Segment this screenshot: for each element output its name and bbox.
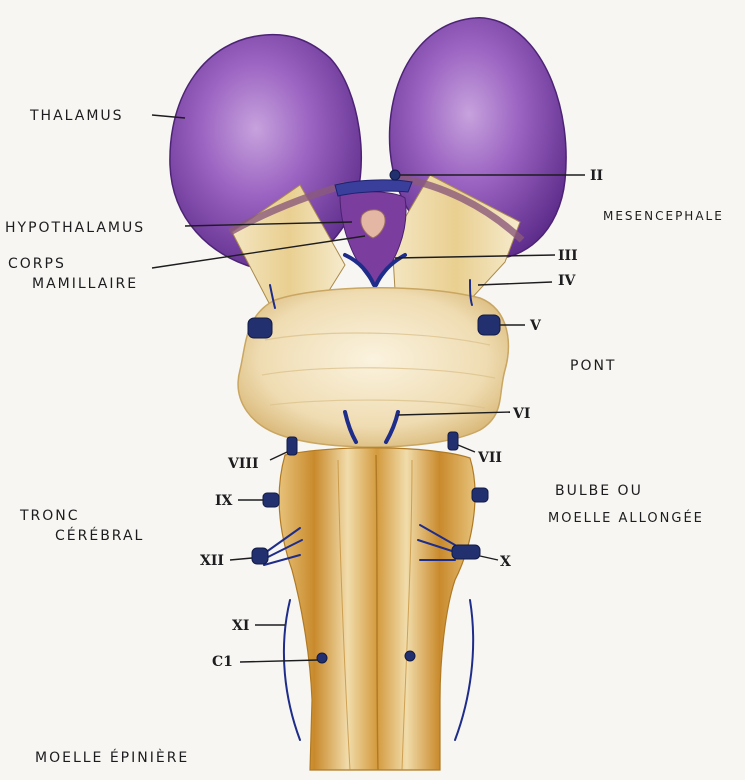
leader-X xyxy=(480,556,498,560)
leader-XII xyxy=(230,558,252,560)
nerve-VII-right xyxy=(448,432,458,450)
nerve-II-root xyxy=(390,170,400,180)
nerve-IX-left xyxy=(263,493,279,507)
label-nerve-X: X xyxy=(500,554,511,570)
nerve-X-right xyxy=(452,545,480,559)
label-nerve-IX: IX xyxy=(215,493,233,509)
label-hypothalamus: HYPOTHALAMUS xyxy=(5,220,145,236)
nerve-VII-left xyxy=(287,437,297,455)
label-nerve-II: II xyxy=(590,168,603,184)
label-nerve-V: V xyxy=(529,318,542,334)
label-corps-mamillaire-1: CORPS xyxy=(8,256,66,272)
label-nerve-III: III xyxy=(558,248,578,264)
leader-C1 xyxy=(240,660,318,662)
label-nerve-VIII: VIII xyxy=(227,456,259,472)
label-nerve-VII: VII xyxy=(477,450,502,466)
label-corps-mamillaire-2: MAMILLAIRE xyxy=(32,276,138,292)
nerve-XI-right xyxy=(455,600,473,740)
label-thalamus: THALAMUS xyxy=(29,108,124,124)
label-bulbe-1: BULBE OU xyxy=(555,483,643,499)
label-mesencephale: MESENCEPHALE xyxy=(603,209,724,223)
leader-IV xyxy=(478,282,552,285)
label-tronc-2: CÉRÉBRAL xyxy=(55,527,144,544)
nerve-XI-left xyxy=(284,600,300,740)
nerve-C1-left xyxy=(317,653,327,663)
label-nerve-C1: C1 xyxy=(212,654,233,670)
nerve-C1-right xyxy=(405,651,415,661)
nerve-IX-right xyxy=(472,488,488,502)
label-tronc-1: TRONC xyxy=(19,508,80,524)
label-bulbe-2: MOELLE ALLONGÉE xyxy=(548,510,704,526)
nerve-V-right xyxy=(478,315,500,335)
label-nerve-XII: XII xyxy=(200,553,224,569)
label-nerve-IV: IV xyxy=(558,273,577,289)
nerve-V-left xyxy=(248,318,272,338)
nerve-XII-left xyxy=(252,548,268,564)
leader-VII xyxy=(458,445,475,452)
label-nerve-VI: VI xyxy=(512,406,530,422)
label-pont: PONT xyxy=(570,358,617,374)
label-nerve-XI: XI xyxy=(232,618,249,634)
label-moelle: MOELLE ÉPINIÈRE xyxy=(35,749,189,766)
